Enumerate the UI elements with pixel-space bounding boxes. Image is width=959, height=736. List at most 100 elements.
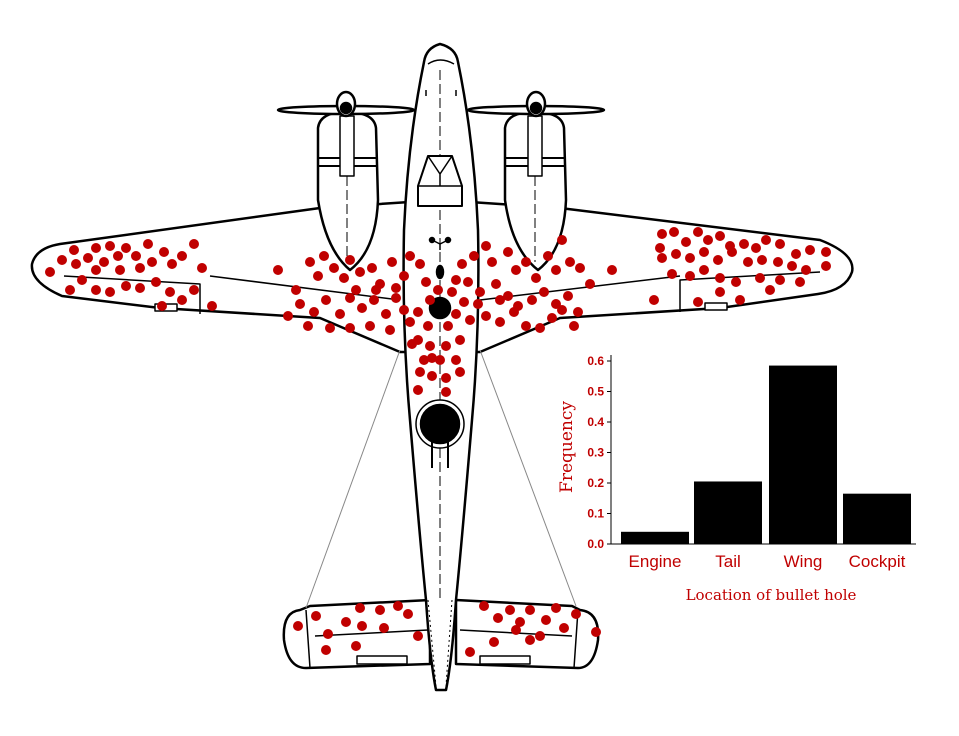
bullet-hole-dot (159, 247, 169, 257)
bullet-hole-dot (535, 631, 545, 641)
bullet-hole-dot (531, 273, 541, 283)
bullet-hole-dot (427, 353, 437, 363)
bullet-hole-dot (573, 307, 583, 317)
bullet-hole-dot (335, 309, 345, 319)
bullet-hole-dot (71, 259, 81, 269)
bullet-hole-dot (805, 245, 815, 255)
bullet-hole-dot (715, 287, 725, 297)
bullet-hole-dot (371, 285, 381, 295)
bullet-hole-dot (505, 605, 515, 615)
bullet-hole-dot (757, 255, 767, 265)
bullet-hole-dot (355, 603, 365, 613)
bullet-hole-dot (591, 627, 601, 637)
bullet-hole-dot (385, 325, 395, 335)
bars (621, 365, 911, 544)
bullet-hole-dot (739, 239, 749, 249)
bullet-hole-dot (557, 235, 567, 245)
bullet-hole-dot (473, 299, 483, 309)
bar-wing (769, 365, 837, 544)
bullet-hole-dot (693, 297, 703, 307)
bullet-holes (45, 227, 831, 657)
bullet-hole-dot (761, 235, 771, 245)
bullet-hole-dot (743, 257, 753, 267)
bullet-hole-dot (423, 321, 433, 331)
bullet-hole-dot (821, 261, 831, 271)
bullet-hole-dot (525, 605, 535, 615)
bullet-hole-dot (479, 601, 489, 611)
bullet-hole-dot (323, 629, 333, 639)
y-tick-label: 0.1 (587, 507, 604, 521)
bullet-hole-dot (775, 239, 785, 249)
bullet-hole-dot (405, 317, 415, 327)
bar-cockpit (843, 493, 911, 544)
bullet-hole-dot (699, 265, 709, 275)
bullet-hole-dot (83, 253, 93, 263)
bullet-hole-dot (557, 305, 567, 315)
bullet-hole-dot (607, 265, 617, 275)
x-category-label-wing: Wing (784, 552, 823, 571)
bullet-hole-dot (291, 285, 301, 295)
bullet-hole-dot (135, 283, 145, 293)
bullet-hole-dot (325, 323, 335, 333)
bullet-hole-dot (391, 293, 401, 303)
bullet-hole-dot (311, 611, 321, 621)
bullet-hole-dot (419, 355, 429, 365)
bullet-hole-dot (727, 247, 737, 257)
bullet-hole-dot (669, 227, 679, 237)
bullet-hole-dot (303, 321, 313, 331)
bullet-hole-dot (685, 271, 695, 281)
bullet-hole-dot (177, 295, 187, 305)
bullet-hole-dot (433, 285, 443, 295)
bullet-hole-dot (147, 257, 157, 267)
bullet-hole-dot (657, 253, 667, 263)
bullet-hole-dot (667, 269, 677, 279)
x-category-label-tail: Tail (715, 552, 741, 571)
bullet-hole-dot (339, 273, 349, 283)
bullet-hole-dot (493, 613, 503, 623)
bullet-hole-dot (795, 277, 805, 287)
y-axis-title: Frequency (557, 401, 577, 493)
bullet-hole-dot (715, 231, 725, 241)
bullet-hole-dot (539, 287, 549, 297)
bullet-hole-dot (365, 321, 375, 331)
bullet-hole-dot (91, 265, 101, 275)
bullet-hole-dot (469, 251, 479, 261)
bullet-hole-dot (189, 239, 199, 249)
bullet-hole-dot (443, 321, 453, 331)
bullet-hole-dot (735, 295, 745, 305)
bullet-hole-dot (509, 307, 519, 317)
bullet-hole-dot (283, 311, 293, 321)
bullet-hole-dot (45, 267, 55, 277)
bullet-hole-dot (105, 241, 115, 251)
bullet-hole-dot (515, 617, 525, 627)
bullet-hole-dot (305, 257, 315, 267)
bullet-hole-dot (821, 247, 831, 257)
bullet-hole-dot (775, 275, 785, 285)
bullet-hole-dot (585, 279, 595, 289)
bullet-hole-dot (487, 257, 497, 267)
bullet-hole-dot (685, 253, 695, 263)
bullet-hole-dot (115, 265, 125, 275)
bullet-hole-dot (391, 283, 401, 293)
x-category-label-cockpit: Cockpit (849, 552, 906, 571)
bullet-hole-dot (143, 239, 153, 249)
bullet-hole-dot (713, 255, 723, 265)
bullet-hole-dot (465, 315, 475, 325)
bullet-hole-dot (379, 623, 389, 633)
bullet-hole-dot (451, 309, 461, 319)
bullet-hole-dot (525, 635, 535, 645)
bullet-hole-dot (91, 243, 101, 253)
bullet-hole-dot (351, 641, 361, 651)
bullet-hole-dot (57, 255, 67, 265)
bullet-hole-dot (459, 297, 469, 307)
bullet-hole-dot (703, 235, 713, 245)
bullet-hole-dot (541, 615, 551, 625)
bullet-hole-dot (197, 263, 207, 273)
bullet-hole-dot (495, 317, 505, 327)
bullet-hole-dot (475, 287, 485, 297)
bullet-hole-dot (121, 281, 131, 291)
bullet-hole-dot (165, 287, 175, 297)
bullet-hole-dot (491, 279, 501, 289)
